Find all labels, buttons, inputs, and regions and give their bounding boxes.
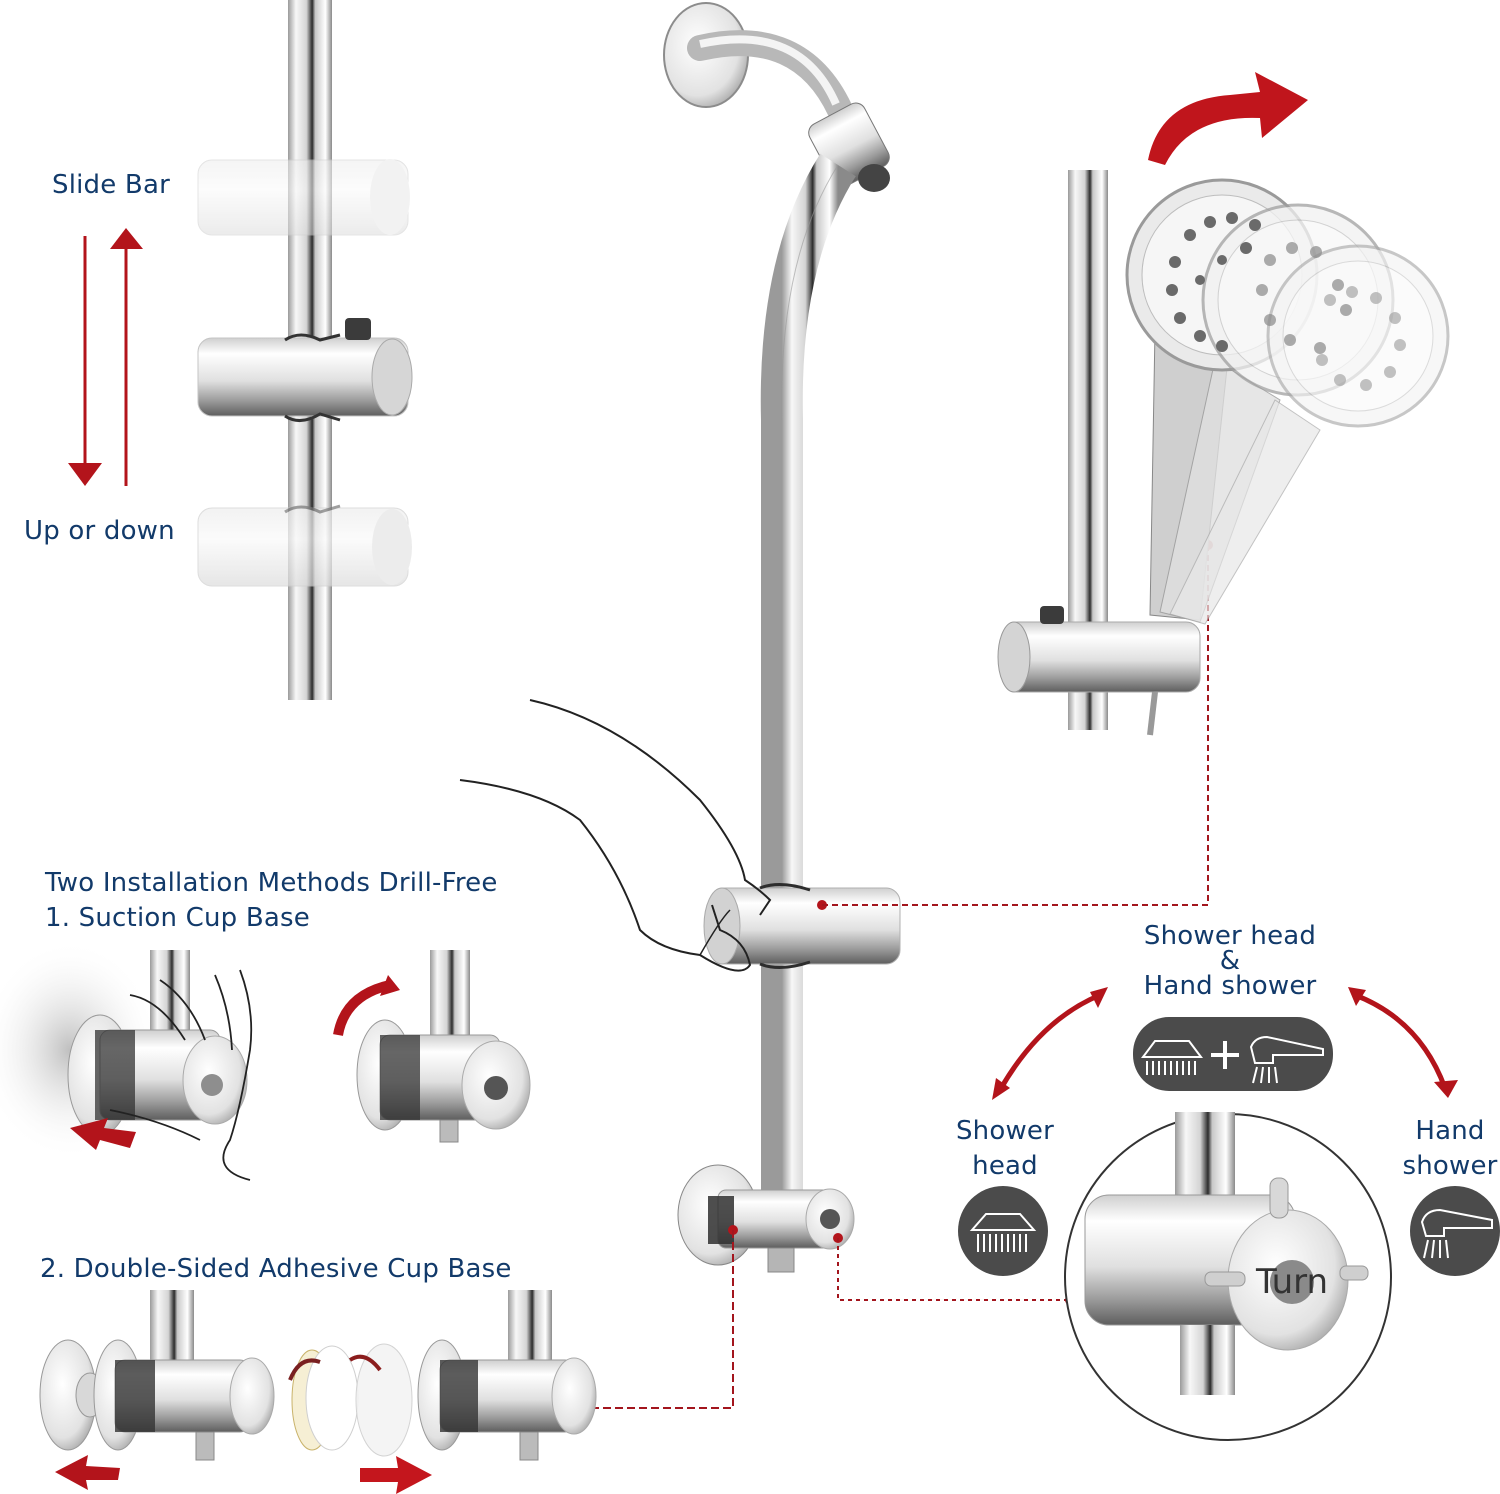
shower-head-icon — [1141, 1040, 1203, 1075]
combined-mode-pill — [1133, 1017, 1333, 1091]
combined-mode-icons — [1141, 1035, 1324, 1084]
hand-shower-mode-badge — [1410, 1186, 1500, 1276]
diverter-zoom-circle — [1064, 1112, 1392, 1441]
hand-shower-mode-line1: Hand — [1415, 1116, 1485, 1146]
slide-bar-title: Slide Bar — [52, 170, 170, 200]
hand-shower-mode-line2: shower — [1402, 1151, 1498, 1181]
plus-icon — [1211, 1041, 1239, 1069]
hand-sketch — [459, 699, 772, 972]
turn-knob-label: Turn — [1256, 1262, 1329, 1302]
combined-mode-line1: Shower head — [1143, 921, 1317, 951]
method-2-label: 2. Double-Sided Adhesive Cup Base — [40, 1254, 512, 1284]
up-or-down-caption: Up or down — [24, 516, 175, 546]
combined-mode-line2: & — [1219, 946, 1241, 976]
shower-head-mode-line2: head — [972, 1151, 1038, 1181]
shower-head-mode-label: Shower head — [940, 1114, 1070, 1184]
combined-mode-label: Shower head & Hand shower — [1130, 921, 1330, 1001]
method-1-label: 1. Suction Cup Base — [45, 903, 310, 933]
shower-head-mode-line1: Shower — [955, 1116, 1055, 1146]
adhesive-cup-illustration — [39, 1290, 597, 1494]
suction-cup-rotated-illustration — [333, 950, 531, 1143]
mode-arrows — [992, 987, 1458, 1100]
shower-head-icon — [969, 1213, 1037, 1252]
slide-bar-illustration — [197, 0, 413, 700]
shower-head-mode-badge — [958, 1186, 1048, 1276]
combined-mode-line3: Hand shower — [1143, 971, 1317, 1001]
installation-heading: Two Installation Methods Drill-Free — [45, 868, 498, 898]
hand-shower-mode-label: Hand shower — [1385, 1114, 1500, 1184]
up-down-arrows — [68, 228, 143, 486]
hand-shower-icon — [1249, 1035, 1324, 1084]
main-shower-column — [663, 2, 901, 1273]
hand-shower-icon — [1420, 1208, 1493, 1259]
suction-cup-illustration — [0, 940, 253, 1181]
rotating-hand-showers — [997, 72, 1450, 736]
